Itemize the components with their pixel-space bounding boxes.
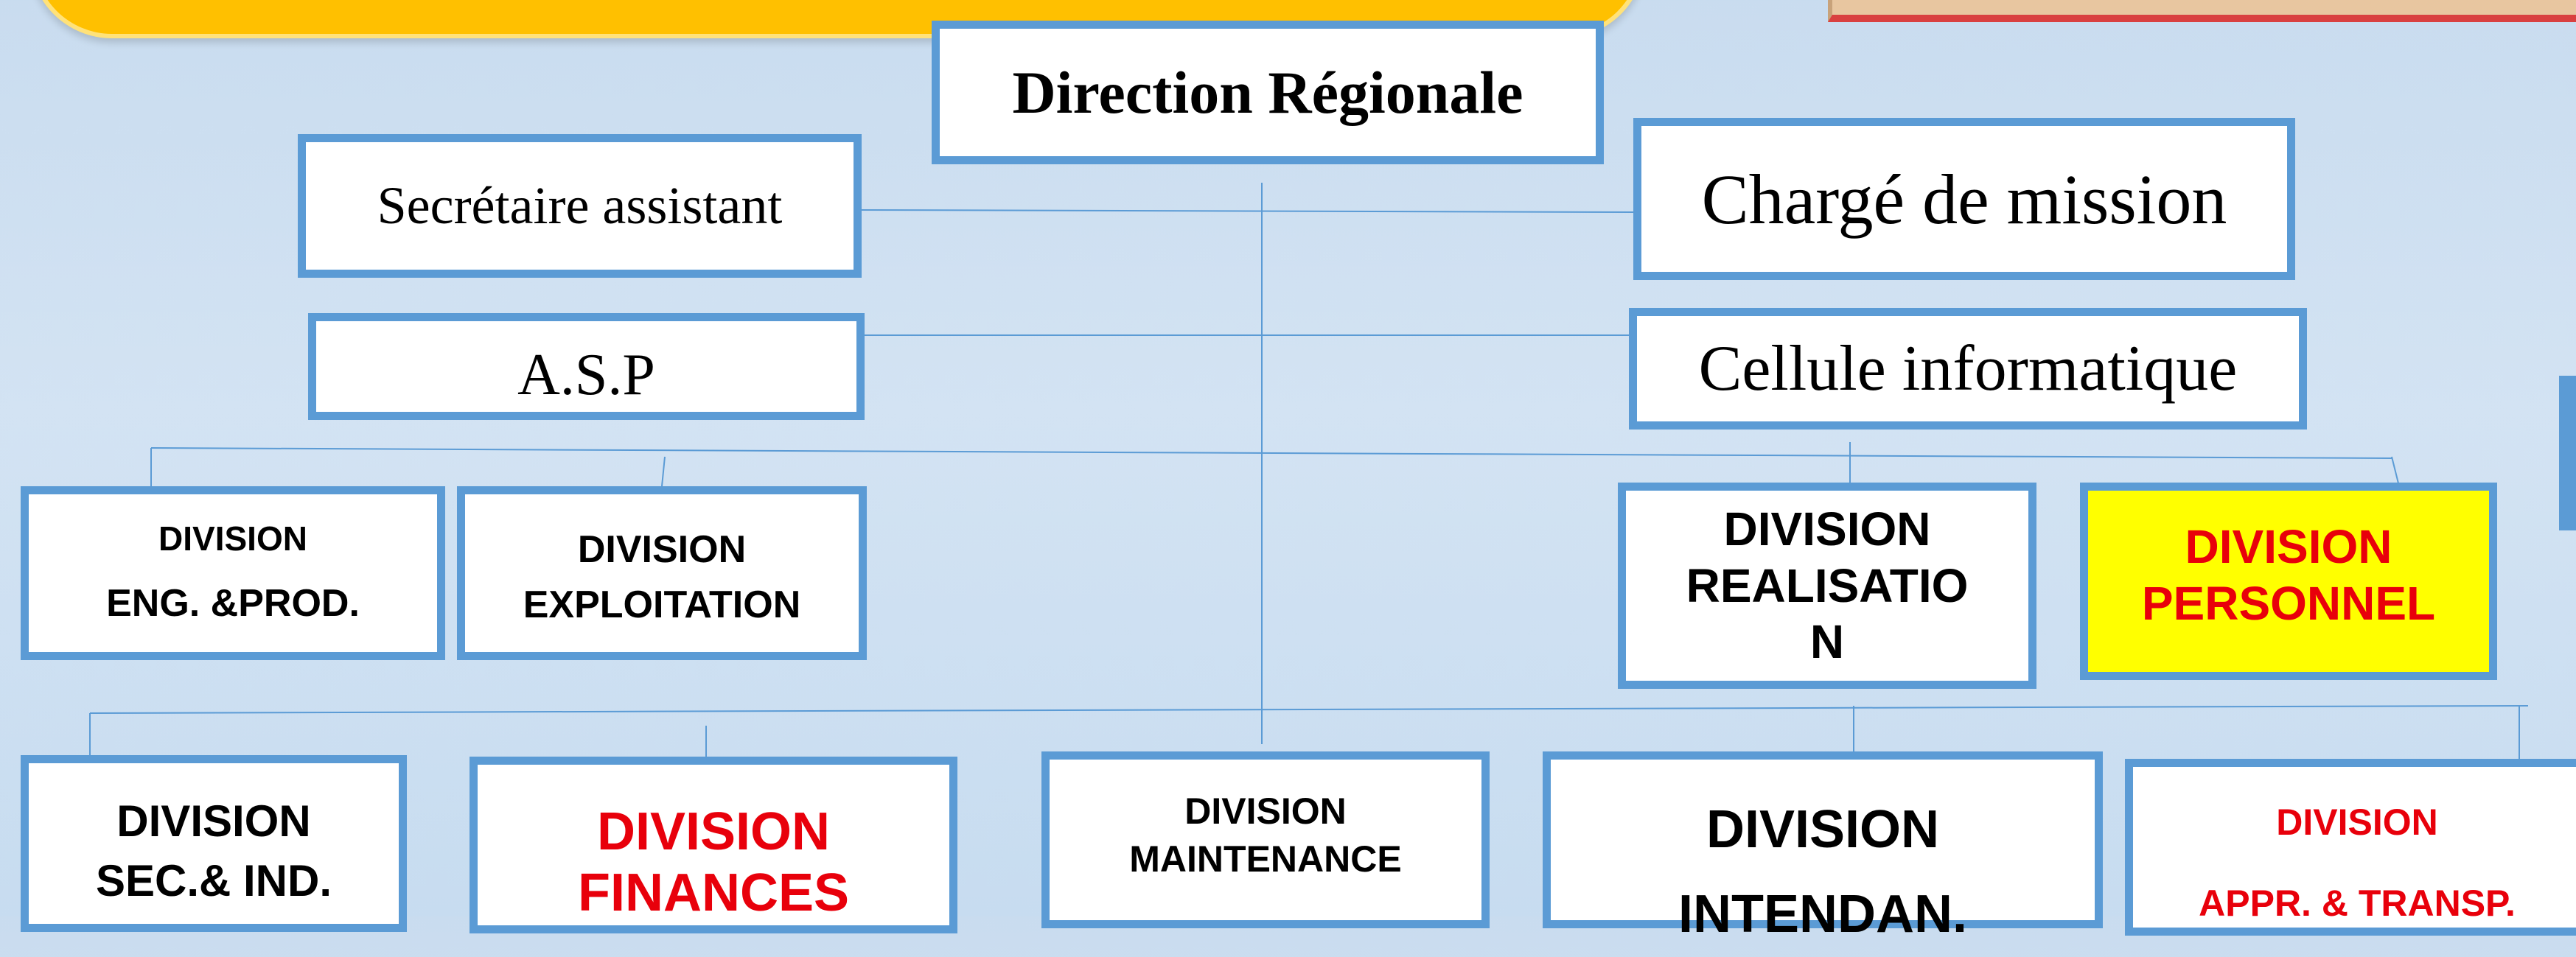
node-division-exploitation: DIVISION EXPLOITATION	[457, 486, 867, 660]
connector-drop-personnel	[2391, 456, 2400, 487]
node-division-sec-ind: DIVISION SEC.& IND.	[21, 755, 407, 932]
node-label-line: DIVISION	[2185, 520, 2392, 573]
node-label-line: DIVISION	[158, 519, 307, 558]
node-asp: A.S.P	[308, 313, 865, 420]
node-label-line: PERSONNEL	[2141, 576, 2436, 630]
node-label: Secrétaire assistant	[377, 176, 783, 235]
node-label-line: SEC.& IND.	[95, 856, 332, 905]
node-label-line: DIVISION	[577, 528, 747, 571]
node-direction-regionale: Direction Régionale	[932, 21, 1604, 164]
node-label-line: DIVISION	[596, 802, 831, 861]
node-label-line: DIVISION	[1706, 800, 1940, 859]
node-label-line: DIVISION	[1184, 791, 1347, 832]
org-chart: Direction Régionale Secrétaire assistant…	[21, 0, 2576, 944]
node-label-line: FINANCES	[577, 863, 849, 922]
node-cellule-informatique: Cellule informatique	[1629, 308, 2307, 430]
node-label: Direction Régionale	[1012, 58, 1523, 126]
node-label-line: DIVISION	[116, 796, 311, 846]
node-label-line: EXPLOITATION	[523, 583, 801, 627]
node-label-line: APPR. & TRANSP.	[2199, 883, 2516, 924]
node-label: A.S.P	[517, 343, 655, 407]
connector-secretaire-charge	[858, 209, 1637, 213]
node-division-maintenance: DIVISION MAINTENANCE	[1041, 751, 1490, 928]
node-label-line: N	[1809, 615, 1845, 669]
connector-drop-exploitation	[661, 456, 666, 487]
node-label: Chargé de mission	[1701, 159, 2227, 239]
node-division-finances: DIVISION FINANCES	[470, 757, 957, 933]
connector-row2-bus	[89, 705, 2529, 714]
node-label-line: DIVISION	[1723, 502, 1931, 555]
node-label-line: REALISATIO	[1686, 558, 1969, 612]
title-banner	[29, 0, 1645, 38]
node-label: Cellule informatique	[1698, 333, 2238, 404]
node-division-personnel: DIVISION PERSONNEL	[2080, 483, 2497, 680]
node-division-appr-transp: DIVISION APPR. & TRANSP.	[2125, 759, 2576, 936]
node-label-line: ENG. &PROD.	[106, 581, 360, 625]
node-secretaire-assistant: Secrétaire assistant	[298, 134, 862, 278]
node-division-eng-prod: DIVISION ENG. &PROD.	[21, 486, 445, 660]
connector-row1-bus	[150, 447, 2392, 459]
node-charge-de-mission: Chargé de mission	[1633, 118, 2295, 280]
corner-photo	[1828, 0, 2576, 22]
node-division-intendan: DIVISION INTENDAN.	[1543, 751, 2103, 944]
node-division-realisation: DIVISION REALISATIO N	[1618, 483, 2036, 689]
connector-lines	[89, 183, 2529, 763]
node-label-line: MAINTENANCE	[1129, 838, 1402, 880]
side-tab	[2559, 376, 2576, 530]
node-label-line: INTENDAN.	[1678, 885, 1967, 944]
node-label-line: DIVISION	[2276, 802, 2438, 843]
